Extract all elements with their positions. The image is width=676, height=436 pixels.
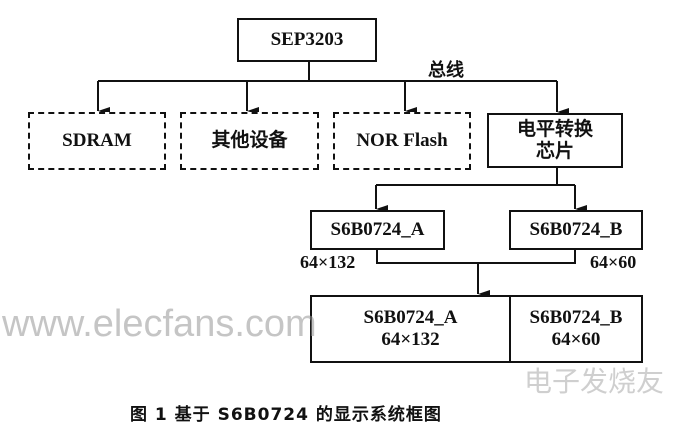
level-shifter-line1: 电平转换 (516, 118, 593, 140)
sep3203-label: SEP3203 (270, 29, 344, 50)
level-shifter-box: 电平转换 芯片 (487, 113, 623, 168)
display-panel-a: S6B0724_A 64×132 (310, 295, 511, 363)
nor-flash-label: NOR Flash (356, 130, 448, 151)
panel-b-name: S6B0724_B (529, 307, 623, 328)
driver-b-box: S6B0724_B (509, 210, 643, 250)
driver-a-box: S6B0724_A (310, 210, 445, 250)
panel-a-size: 64×132 (381, 329, 440, 350)
figure-caption: 图 1 基于 S6B0724 的显示系统框图 (130, 405, 442, 425)
bus-label: 总线 (428, 60, 464, 80)
size-b-label: 64×60 (590, 252, 637, 272)
sdram-box: SDRAM (28, 112, 166, 170)
panel-b-size: 64×60 (551, 329, 601, 350)
driver-a-label: S6B0724_A (330, 219, 425, 240)
sep3203-box: SEP3203 (237, 18, 377, 62)
nor-flash-box: NOR Flash (333, 112, 471, 170)
driver-b-label: S6B0724_B (529, 219, 623, 240)
sdram-label: SDRAM (62, 130, 132, 151)
other-devices-box: 其他设备 (180, 112, 319, 170)
display-panel-b: S6B0724_B 64×60 (509, 295, 643, 363)
other-devices-label: 其他设备 (211, 130, 288, 151)
size-a-label: 64×132 (300, 252, 356, 272)
panel-a-name: S6B0724_A (363, 307, 458, 328)
level-shifter-line2: 芯片 (535, 140, 574, 162)
